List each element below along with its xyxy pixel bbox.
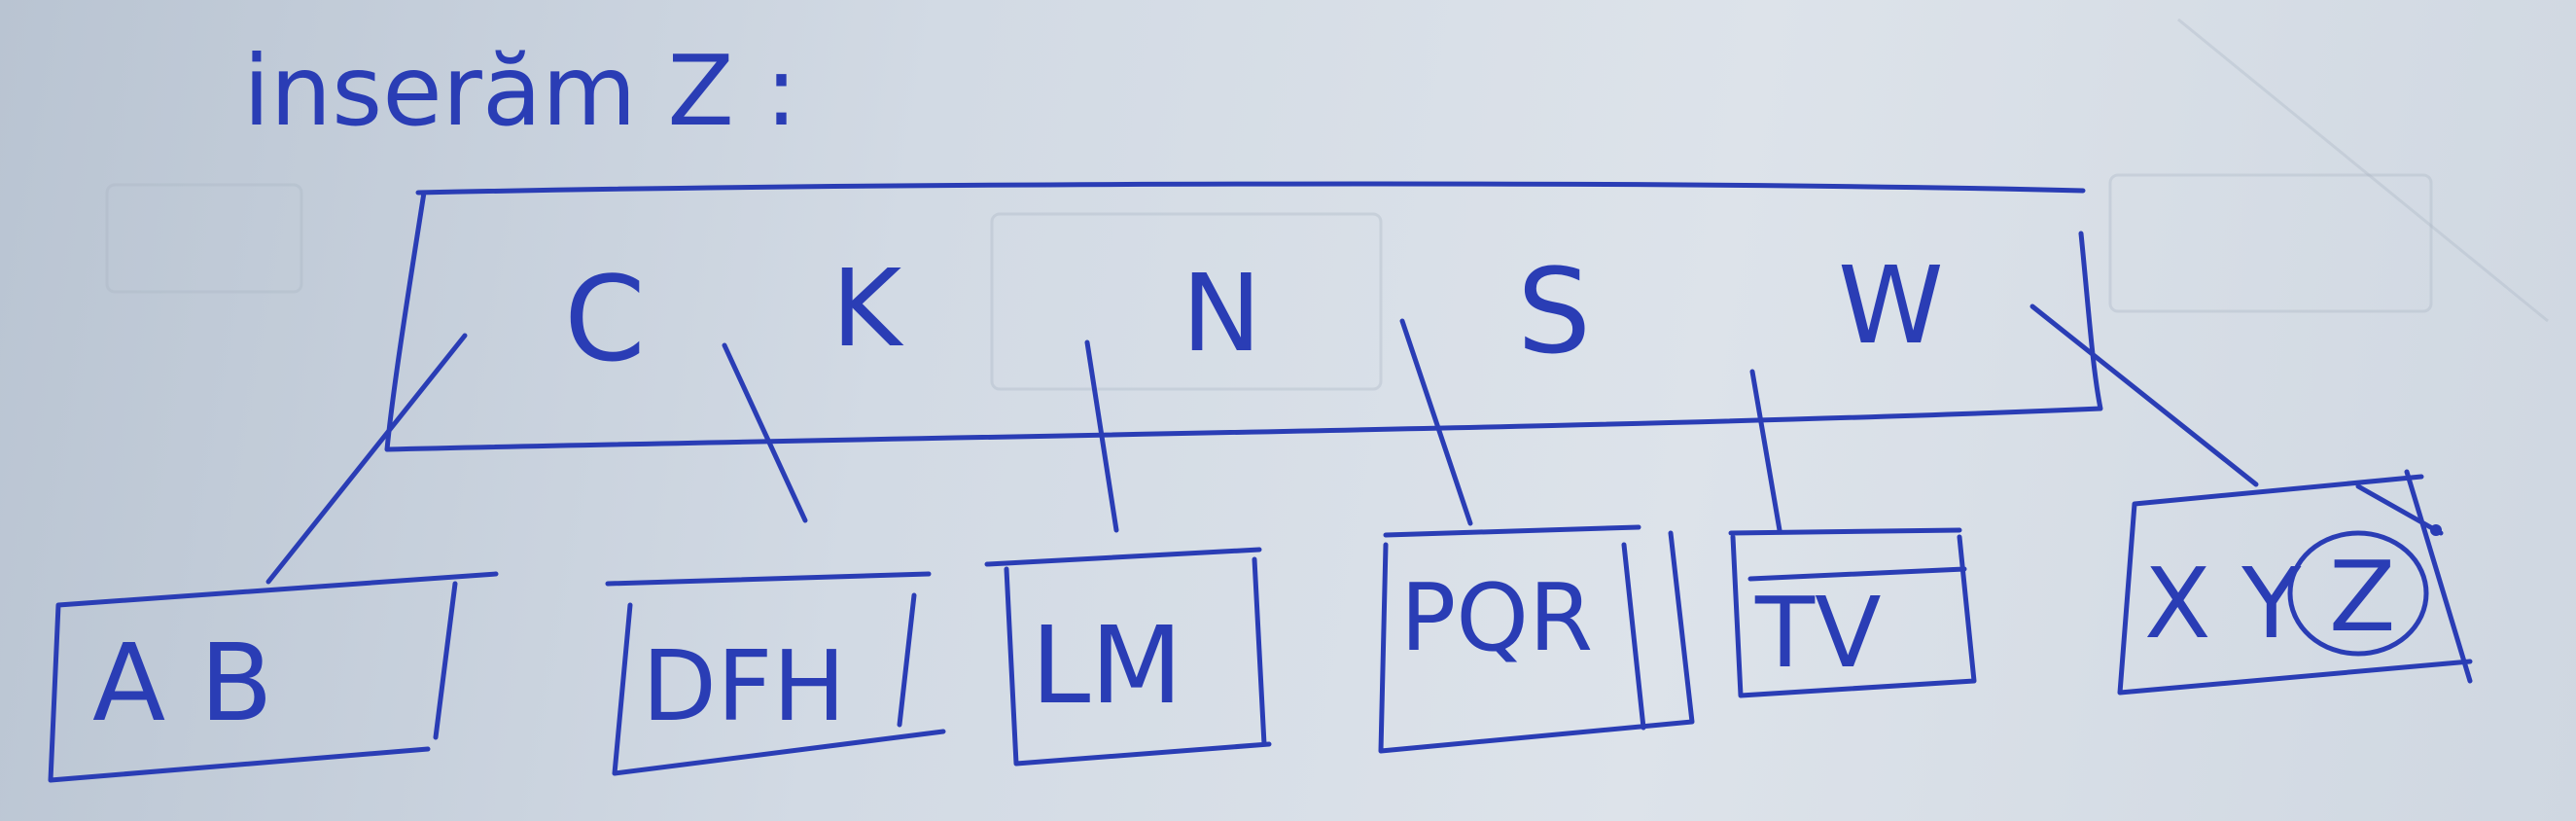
pointer-leaf-3 xyxy=(1084,339,1119,533)
inserted-key: Z xyxy=(2329,540,2396,654)
pointer-leaf-5 xyxy=(1749,369,1782,533)
leaf-node-4: PQR xyxy=(1378,524,1695,754)
leaf-node-6: X Y Z xyxy=(2117,469,2473,696)
leaf-2-keys: DFH xyxy=(642,629,846,743)
pointer-leaf-6 xyxy=(2029,303,2259,487)
root-key-n: N xyxy=(1182,251,1261,375)
pointer-leaf-4 xyxy=(1399,318,1473,526)
diagram-title: inserăm Z : xyxy=(243,34,797,148)
root-key-k: K xyxy=(831,246,904,371)
root-key-s: S xyxy=(1517,245,1591,380)
leaf-3-keys: LM xyxy=(1031,603,1182,728)
bleed-through-marks xyxy=(105,18,2549,391)
leaf-6-keys: X Y xyxy=(2144,547,2302,660)
root-key-w: W xyxy=(1838,243,1944,368)
child-pointers xyxy=(265,303,2259,585)
pointer-leaf-2 xyxy=(722,342,808,523)
leaf-node-2: DFH xyxy=(605,571,946,776)
leaf-1-keys: A B xyxy=(92,621,273,745)
leaf-node-1: A B xyxy=(48,571,499,783)
pointer-leaf-1 xyxy=(265,333,468,585)
leaf-4-keys: PQR xyxy=(1400,565,1593,672)
leaf-5-keys: TV xyxy=(1754,576,1882,690)
leaf-node-5: TV xyxy=(1728,527,1977,698)
leaf-node-3: LM xyxy=(984,547,1272,767)
root-key-c: C xyxy=(564,253,646,388)
insertion-marker-dot xyxy=(2430,524,2442,536)
root-node xyxy=(384,181,2103,452)
inserted-key-circle xyxy=(2287,530,2429,657)
